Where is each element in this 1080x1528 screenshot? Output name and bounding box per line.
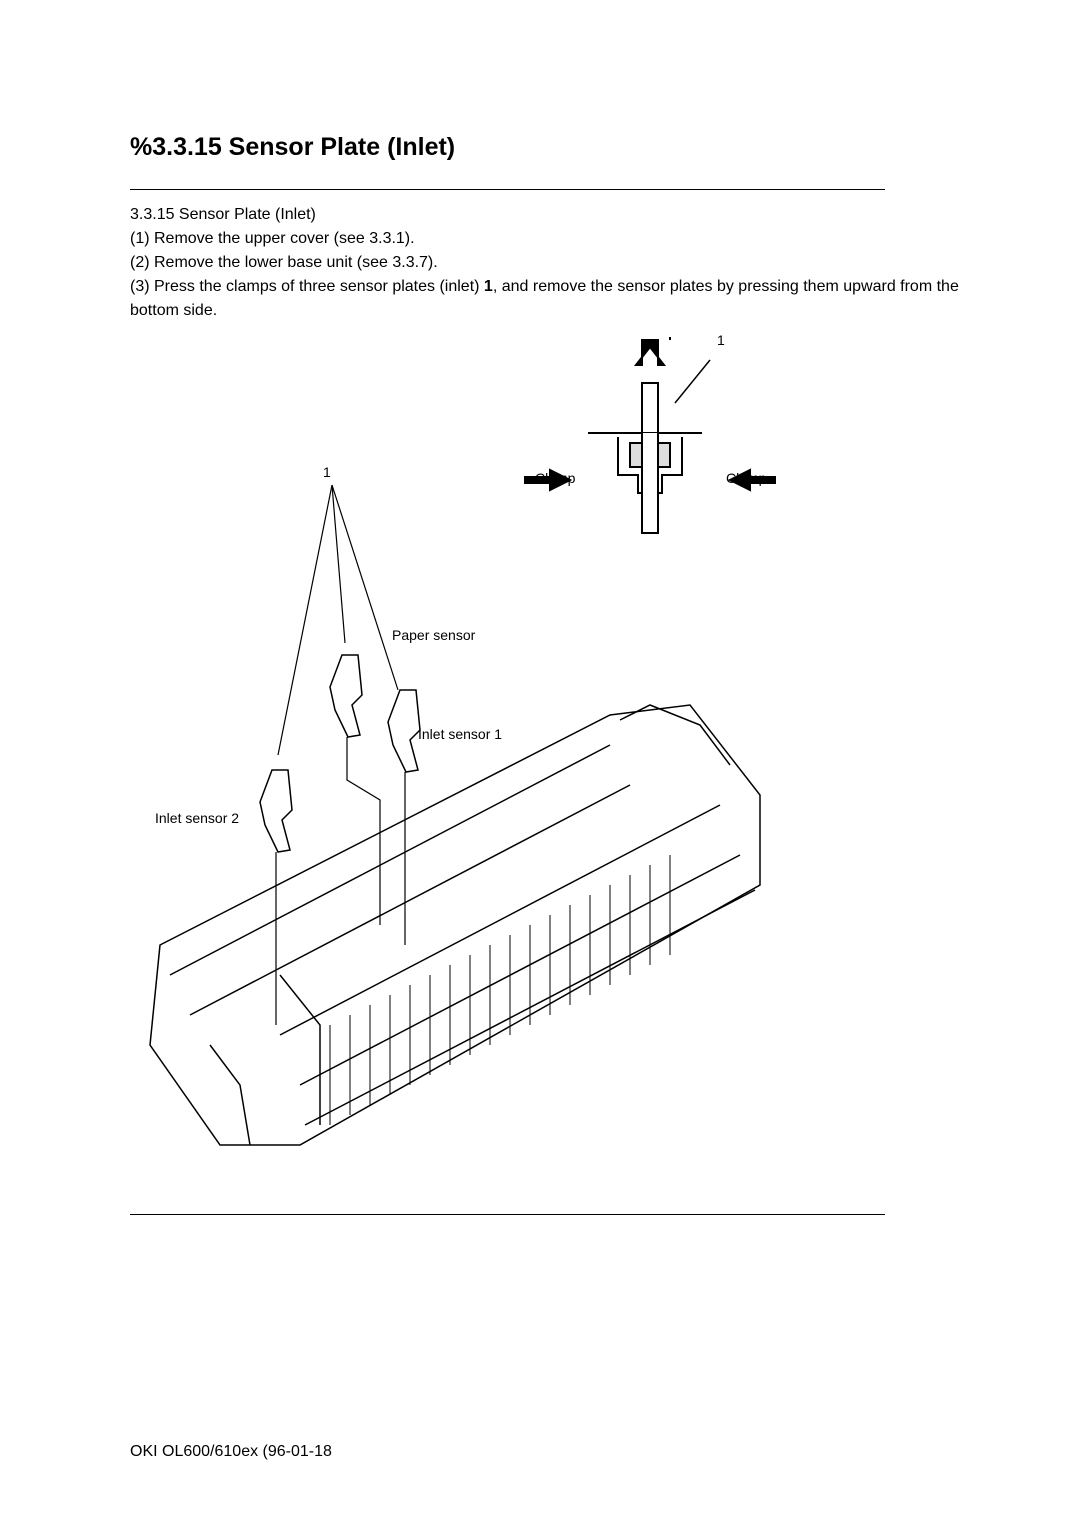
sensor-plate-diagram: 1 Clamp Clamp 1 Paper sensor Inlet senso… bbox=[149, 332, 776, 1146]
clamp-arrow-left-icon bbox=[727, 468, 776, 492]
inlet-sensor-2-label: Inlet sensor 2 bbox=[155, 810, 239, 826]
inlet-unit-housing bbox=[149, 704, 761, 1146]
up-arrow-icon bbox=[633, 339, 667, 366]
callout-lines bbox=[277, 484, 399, 756]
step-2: (2) Remove the lower base unit (see 3.3.… bbox=[130, 254, 438, 271]
instructions: 3.3.15 Sensor Plate (Inlet) (1) Remove t… bbox=[130, 203, 960, 323]
sensor-plates bbox=[259, 654, 421, 853]
paper-sensor-plate bbox=[329, 654, 363, 738]
clamp-detail bbox=[524, 337, 776, 534]
footer-doc-id: OKI OL600/610ex (96-01-18 bbox=[130, 1443, 332, 1460]
callout-top: 1 bbox=[717, 332, 725, 348]
inlet-sensor-1-label: Inlet sensor 1 bbox=[418, 726, 502, 742]
top-divider bbox=[130, 189, 885, 190]
page-title: %3.3.15 Sensor Plate (Inlet) bbox=[130, 133, 456, 161]
clamp-label-right: Clamp bbox=[726, 470, 767, 486]
step-3-text-b: , and remove the sensor plates by pressi… bbox=[130, 278, 959, 319]
step-3: (3) Press the clamps of three sensor pla… bbox=[130, 275, 960, 323]
callout-left: 1 bbox=[323, 464, 331, 480]
step-1: (1) Remove the upper cover (see 3.3.1). bbox=[130, 230, 415, 247]
clamp-label-left: Clamp bbox=[535, 470, 576, 486]
step-3-text-a: (3) Press the clamps of three sensor pla… bbox=[130, 278, 484, 295]
section-title: 3.3.15 Sensor Plate (Inlet) bbox=[130, 206, 316, 223]
clamp-arrow-right-icon bbox=[524, 468, 573, 492]
bottom-divider bbox=[130, 1214, 885, 1215]
mount-lines bbox=[275, 737, 406, 1025]
inlet-sensor-1-plate bbox=[387, 689, 421, 773]
roller-ribs bbox=[329, 855, 671, 1125]
step-3-part-ref: 1 bbox=[483, 278, 493, 295]
paper-sensor-label: Paper sensor bbox=[392, 627, 476, 643]
inlet-sensor-2-plate bbox=[259, 769, 293, 853]
